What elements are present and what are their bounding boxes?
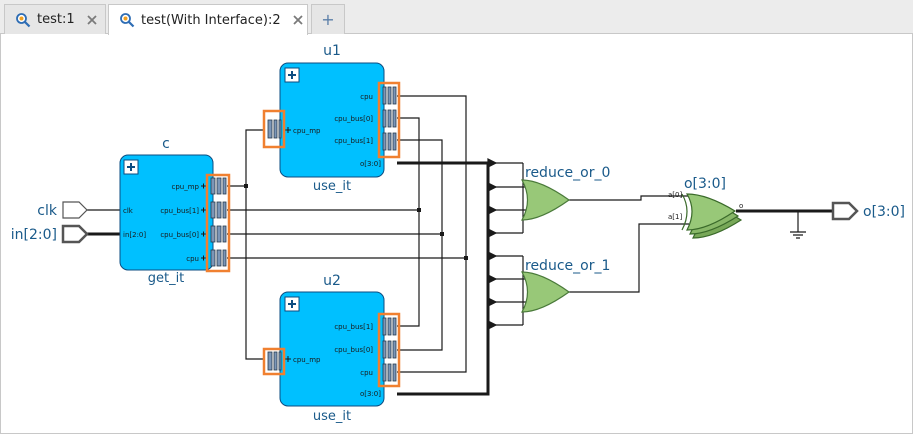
schematic-canvas: clk in[2:0] o[3:0] c get_it cpu_mp cpu_b… [0, 34, 913, 434]
port-label: cpu [360, 369, 373, 377]
block-c-title: c [162, 136, 170, 152]
port-label: a[0] [668, 191, 682, 199]
port-label: cpu_bus[1] [160, 207, 199, 215]
wire-or1-out[interactable] [569, 223, 689, 293]
port-label: cpu_bus[0] [334, 346, 373, 354]
port-label: clk [123, 207, 134, 215]
or-gate-reduce-or-0[interactable]: reduce_or_0 [520, 165, 610, 221]
port-label: cpu_mp [172, 183, 200, 191]
port-stubs [201, 183, 206, 261]
block-u2-title: u2 [323, 273, 341, 289]
block-u1[interactable]: u1 use_it cpu cpu_bus[0] cpu_bus[1] o[3:… [262, 43, 401, 194]
add-tab-button[interactable]: + [311, 4, 345, 34]
clk-label: clk [37, 203, 58, 219]
block-u2-type: use_it [313, 409, 351, 424]
search-icon [120, 13, 135, 28]
tab-bar: test:1 test(With Interface):2 + [0, 0, 913, 35]
or0-label: reduce_or_0 [525, 165, 610, 181]
port-label: cpu_bus[0] [160, 231, 199, 239]
wire-cpu-u1[interactable] [227, 95, 467, 259]
out-port-icon[interactable] [831, 201, 859, 221]
port-label: cpu [360, 93, 373, 101]
interface-highlight[interactable] [262, 109, 286, 149]
tab-label: test(With Interface):2 [141, 12, 281, 28]
junctions [244, 184, 468, 260]
out-label: o[3:0] [863, 204, 905, 220]
wire-or0-out[interactable] [569, 195, 689, 201]
xor-title: o[3:0] [684, 176, 726, 192]
port-label: a[1] [668, 213, 682, 221]
tab-test-1[interactable]: test:1 [4, 4, 106, 34]
or-gate-reduce-or-1[interactable]: reduce_or_1 [520, 258, 610, 313]
wire-cpu-bus0-u1[interactable] [227, 139, 443, 235]
in-label: in[2:0] [11, 227, 57, 243]
block-u2[interactable]: u2 use_it cpu_bus[1] cpu_bus[0] cpu o[3:… [262, 273, 401, 424]
wire-cpu-u2[interactable] [397, 258, 467, 373]
port-label: o[3:0] [360, 160, 381, 168]
ground-icon [790, 231, 806, 239]
wire-cpu-bus1-u2[interactable] [397, 210, 420, 327]
wire-cpu-mp-u1[interactable] [227, 129, 265, 187]
port-label: cpu_bus[1] [334, 137, 373, 145]
port-label: o[3:0] [360, 390, 381, 398]
interface-highlight[interactable] [377, 312, 401, 388]
clk-port-icon[interactable] [62, 201, 88, 219]
port-label: cpu_bus[1] [334, 323, 373, 331]
close-icon[interactable] [85, 13, 99, 27]
port-label: cpu_mp [293, 356, 321, 364]
wire-cpu-mp-u2[interactable] [245, 186, 265, 360]
or1-label: reduce_or_1 [525, 258, 610, 274]
port-label: o [739, 202, 743, 210]
wire-cpu-bus0-u2[interactable] [397, 234, 443, 351]
port-label: cpu [186, 255, 199, 263]
tab-label: test:1 [37, 12, 75, 27]
block-c-type: get_it [148, 271, 185, 286]
port-label: in[2:0] [123, 231, 146, 239]
port-label: cpu_bus[0] [334, 115, 373, 123]
block-c[interactable]: c get_it cpu_mp cpu_bus[1] cpu_bus[0] cp… [119, 136, 231, 286]
interface-ports [210, 177, 227, 267]
interface-highlight[interactable] [205, 173, 231, 273]
tab-test-with-interface-2[interactable]: test(With Interface):2 [108, 4, 308, 35]
block-u1-type: use_it [313, 179, 351, 194]
interface-highlight[interactable] [262, 347, 286, 376]
schematic-diagram: clk in[2:0] o[3:0] c get_it cpu_mp cpu_b… [11, 43, 905, 424]
interface-highlight[interactable] [377, 81, 401, 159]
in-port-icon[interactable] [61, 224, 89, 244]
search-icon [16, 12, 31, 27]
port-label: cpu_mp [293, 127, 321, 135]
xor-gate-o[interactable]: o[3:0] a[0] a[1] o [668, 176, 743, 239]
close-icon[interactable] [291, 13, 305, 27]
block-u1-title: u1 [323, 43, 341, 59]
